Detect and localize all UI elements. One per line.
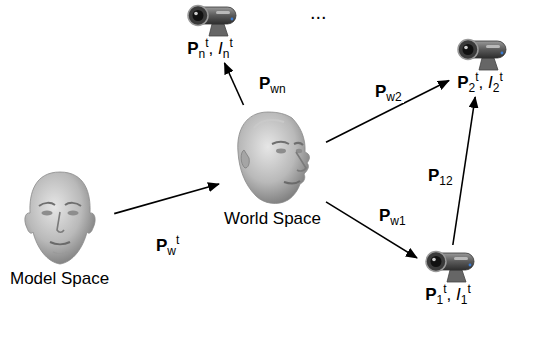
transform-arrow bbox=[326, 202, 417, 258]
camera-icon bbox=[452, 36, 508, 72]
model-head: Model Space bbox=[8, 168, 111, 290]
edge-label: Pwn bbox=[257, 73, 288, 95]
head-illustration bbox=[228, 108, 318, 208]
transform-arrow bbox=[326, 81, 449, 143]
camera: P2t, I2t bbox=[452, 36, 508, 94]
edge-label: Pw1 bbox=[377, 205, 408, 227]
head-illustration bbox=[15, 168, 105, 268]
transform-arrow bbox=[114, 184, 219, 214]
camera-icon bbox=[420, 248, 476, 284]
camera-label: Pnt, Int bbox=[185, 38, 235, 60]
edge-label: Pwt bbox=[154, 235, 181, 257]
camera-icon bbox=[182, 2, 238, 38]
camera-label: P2t, I2t bbox=[455, 72, 505, 94]
transform-arrow bbox=[224, 63, 243, 105]
space-label: Model Space bbox=[8, 268, 111, 290]
ellipsis-label: ... bbox=[308, 1, 329, 23]
edge-label: P12 bbox=[426, 165, 455, 187]
camera: P1t, I1t bbox=[420, 248, 476, 306]
space-label: World Space bbox=[222, 208, 323, 230]
transform-arrow bbox=[453, 97, 475, 245]
world-head: World Space bbox=[222, 108, 323, 230]
edge-label: Pw2 bbox=[373, 81, 404, 103]
camera: Pnt, Int bbox=[182, 2, 238, 60]
camera-label: P1t, I1t bbox=[423, 284, 473, 306]
